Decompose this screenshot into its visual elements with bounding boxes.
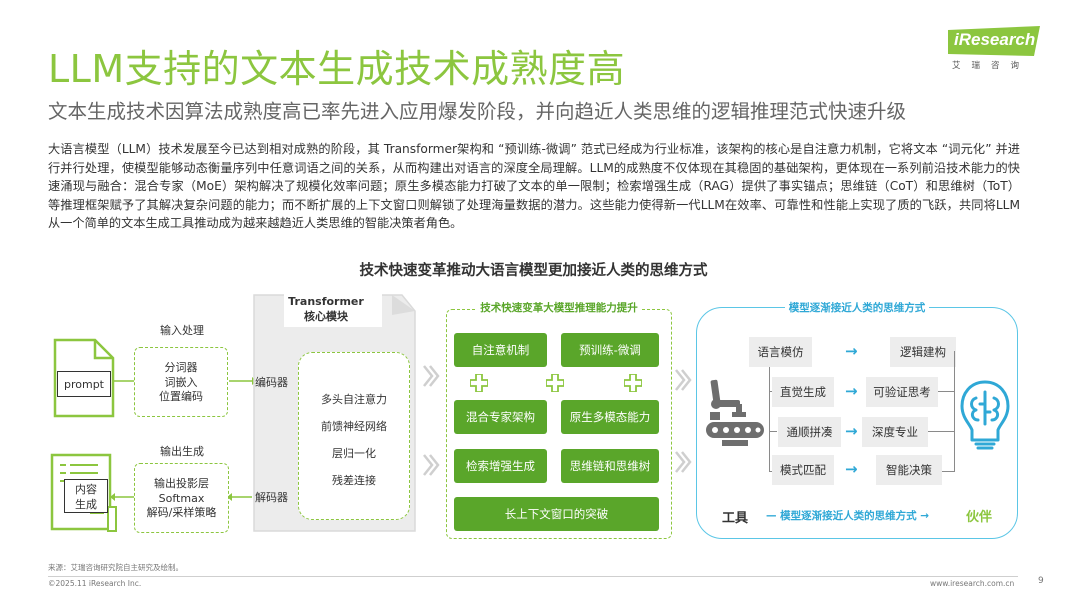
- input-process-box: 分词器 词嵌入 位置编码: [134, 347, 228, 417]
- encoder-label: 编码器: [255, 376, 288, 389]
- iresearch-logo: iResearch 艾瑞咨询: [948, 26, 1040, 72]
- page-number: 9: [1038, 576, 1044, 586]
- output-generation-label: 输出生成: [160, 445, 204, 458]
- transformer-item-1: 多头自注意力: [321, 393, 387, 406]
- arrow-icon: →: [845, 422, 858, 440]
- prompt-label: prompt: [57, 371, 111, 397]
- content-line-2: 生成: [75, 498, 97, 511]
- transformer-item-2: 前馈神经网络: [321, 420, 387, 433]
- thinking-right-3: 深度专业: [862, 417, 928, 447]
- thinking-right-4: 智能决策: [876, 455, 942, 485]
- website-url: www.iresearch.com.cn: [930, 579, 1015, 588]
- transformer-title-line2: 核心模块: [304, 310, 348, 323]
- thinking-right-2: 可验证思考: [866, 377, 938, 407]
- thinking-left-3: 通顺拼凑: [778, 417, 841, 447]
- content-line-1: 内容: [75, 483, 97, 496]
- plus-icon: [470, 374, 488, 392]
- bracket-tick: [938, 391, 954, 392]
- thinking-left-4: 模式匹配: [772, 455, 834, 485]
- page-subtitle: 文本生成技术因算法成熟度高已率先进入应用爆发阶段，并向趋近人类思维的逻辑推理范式…: [48, 100, 907, 123]
- thinking-right-1: 逻辑建构: [890, 337, 956, 367]
- logo-badge-icon: [948, 26, 1040, 56]
- tool-label: 工具: [722, 511, 749, 526]
- bracket-tick: [928, 431, 954, 432]
- input-line-1: 分词器: [164, 361, 198, 374]
- tech-moe: 混合专家架构: [454, 400, 547, 434]
- diagram-title: 技术快速变革推动大语言模型更加接近人类的思维方式: [359, 263, 708, 279]
- bracket-tick: [942, 471, 954, 472]
- thinking-heading: 模型逐渐接近人类的思维方式: [696, 300, 1018, 315]
- transformer-title: Transformer 核心模块: [256, 294, 396, 324]
- partner-label: 伙伴: [966, 510, 993, 525]
- input-processing-label: 输入处理: [160, 324, 204, 337]
- input-line-2: 词嵌入: [164, 375, 198, 389]
- robot-arm-icon: [706, 379, 764, 446]
- thinking-heading-text: 模型逐渐接近人类的思维方式: [784, 302, 930, 314]
- tech-rag: 检索增强生成: [454, 449, 547, 483]
- capability-heading: 技术快速变革大模型推理能力提升: [446, 300, 672, 315]
- transformer-item-3: 层归一化: [332, 447, 376, 460]
- progression-text: — 模型逐渐接近人类的思维方式 →: [766, 510, 930, 522]
- body-paragraph: 大语言模型（LLM）技术发展至今已达到相对成熟的阶段，其 Transformer…: [48, 142, 1020, 231]
- transformer-core-box: [298, 352, 410, 520]
- capability-heading-text: 技术快速变革大模型推理能力提升: [477, 302, 641, 314]
- left-bracket: [769, 351, 777, 472]
- tech-cot-tot: 思维链和思维树: [561, 449, 659, 483]
- copyright: ©2025.11 iResearch Inc.: [48, 579, 142, 588]
- arrow-icon: →: [845, 460, 858, 478]
- tech-self-attention: 自注意机制: [454, 333, 547, 367]
- logo-subtext: 艾瑞咨询: [952, 61, 1031, 71]
- source-note: 来源：艾瑞咨询研究院自主研究及绘制。: [48, 563, 183, 572]
- footer-divider: [48, 576, 1018, 577]
- output-line-2: Softmax: [158, 491, 205, 505]
- arrow-icon: →: [845, 382, 858, 400]
- transformer-item-4: 残差连接: [332, 474, 376, 487]
- output-process-box: 输出投影层 Softmax 解码/采样策略: [134, 463, 229, 533]
- output-line-3: 解码/采样策略: [146, 506, 217, 519]
- thinking-left-1: 语言模仿: [749, 337, 812, 367]
- ai-brain-head-icon: [960, 380, 1010, 450]
- page-title: LLM支持的文本生成技术成熟度高: [48, 47, 626, 91]
- content-generation-label: 内容 生成: [64, 479, 108, 513]
- logo-text: iResearch: [954, 30, 1036, 49]
- transformer-title-line1: Transformer: [288, 295, 364, 308]
- tech-multimodal: 原生多模态能力: [561, 400, 659, 434]
- input-line-3: 位置编码: [159, 390, 203, 403]
- bracket-tick: [769, 431, 777, 432]
- output-line-1: 输出投影层: [154, 477, 209, 490]
- plus-icon: [624, 374, 642, 392]
- plus-icon: [546, 374, 564, 392]
- decoder-label: 解码器: [255, 491, 288, 504]
- tech-long-context: 长上下文窗口的突破: [454, 497, 659, 531]
- thinking-left-2: 直觉生成: [772, 377, 834, 407]
- tech-pretrain-finetune: 预训练-微调: [561, 333, 659, 367]
- right-bracket: [954, 351, 955, 472]
- arrow-icon: →: [845, 342, 858, 360]
